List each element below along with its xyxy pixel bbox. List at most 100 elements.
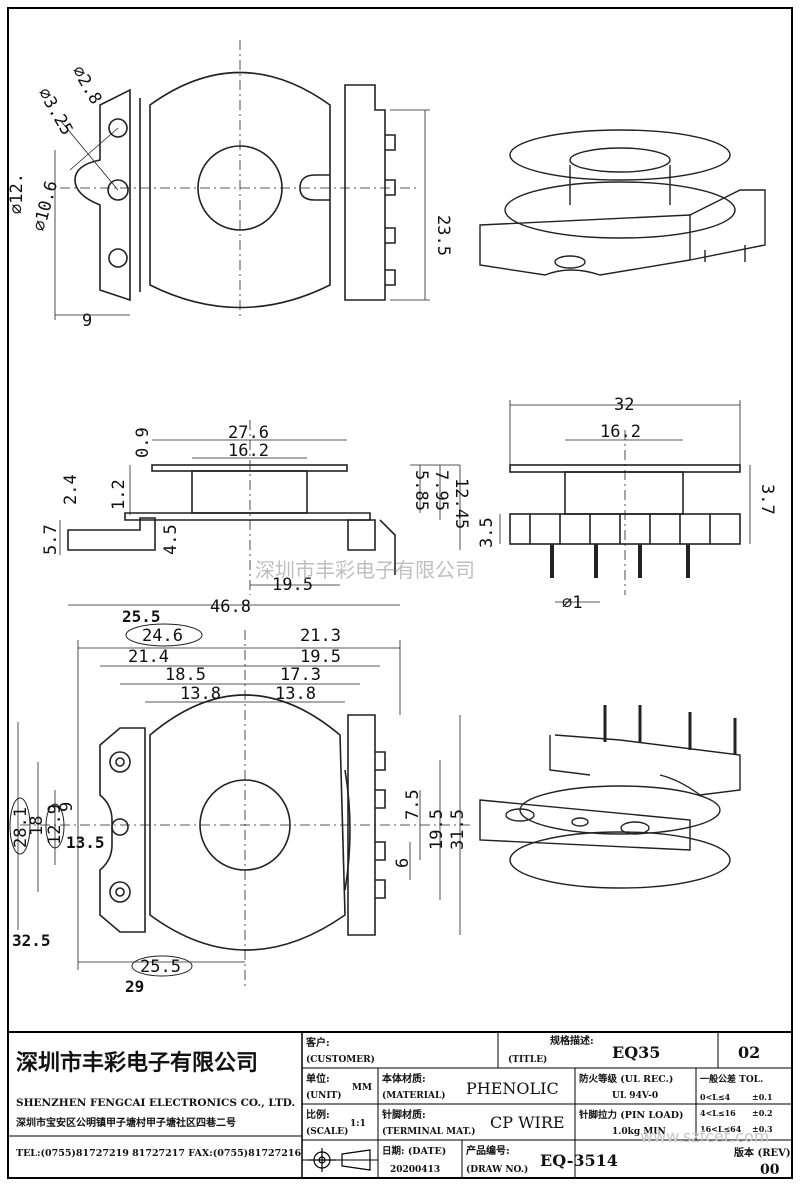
dim-4-5: 4.5 <box>161 524 181 555</box>
balloon-24-6 <box>125 623 203 647</box>
tol2-value: ±0.2 <box>752 1108 773 1118</box>
spec-label-en: (TITLE) <box>508 1054 547 1065</box>
bottom-hole-middle <box>111 818 129 836</box>
top-slot <box>299 174 330 201</box>
bottom-body-outline <box>149 694 346 951</box>
iso-view-top <box>479 129 766 276</box>
drawno-label-cn: 产品编号: <box>466 1144 510 1157</box>
dim-d2-8: ⌀2.8 <box>68 63 106 108</box>
side-pin-separators <box>529 514 711 544</box>
dim-5-7: 5.7 <box>41 524 61 555</box>
front-view <box>67 464 396 575</box>
dim-32-5: 32.5 <box>12 931 51 950</box>
dim-13-5: 13.5 <box>66 833 105 852</box>
dim-3-5: 3.5 <box>477 517 497 548</box>
terminal-value: CP WIRE <box>490 1113 565 1132</box>
drawno-value: EQ-3514 <box>540 1151 618 1170</box>
dim-d10-6: ⌀10.6 <box>30 179 63 234</box>
projection-symbol <box>308 1148 371 1172</box>
front-right-block <box>347 519 376 551</box>
dim-19-5-front: 19.5 <box>272 575 313 595</box>
dim-19-5-vertical: 19.5 <box>427 809 447 850</box>
flame-label: 防火等级 (UL REC.) <box>579 1073 673 1085</box>
iso-view-bottom <box>479 705 741 889</box>
top-dim-lines <box>54 109 430 320</box>
dim-17-3: 17.3 <box>280 665 321 685</box>
dim-12-45: 12.45 <box>451 478 471 529</box>
bottom-dim-lines <box>17 640 461 970</box>
dim-16-2-front: 16.2 <box>228 441 269 461</box>
dim-d3-25: ⌀3.25 <box>34 85 77 139</box>
side-pins <box>550 544 690 578</box>
balloon-28-1 <box>9 797 31 855</box>
company-name-cn: 深圳市丰彩电子有限公司 <box>16 1050 258 1076</box>
tol2-range: 4<L≤16 <box>700 1108 736 1118</box>
scale-label-cn: 比例: <box>306 1108 330 1121</box>
dim-28-1: 28.1 <box>11 807 31 848</box>
side-dim-lines <box>499 400 751 603</box>
bottom-right-arc <box>344 769 351 891</box>
front-core <box>191 470 308 514</box>
front-pin <box>379 519 396 575</box>
top-right-block <box>344 84 386 301</box>
front-dim-lines <box>59 439 461 606</box>
dim-46-8: 46.8 <box>210 597 251 617</box>
scale-value: 1:1 <box>350 1119 366 1129</box>
dim-7-5: 7.5 <box>403 789 423 820</box>
top-hole-middle <box>107 179 129 201</box>
dim-3-7: 3.7 <box>757 484 777 515</box>
dim-21-3: 21.3 <box>300 626 341 646</box>
unit-label-en: (UNIT) <box>306 1090 342 1101</box>
dim-12-9: 12.9 <box>45 804 65 845</box>
terminal-label-en: (TERMINAL MAT.) <box>382 1126 476 1137</box>
tolerance-label: 一般公差 TOL. <box>700 1073 763 1085</box>
top-body-outline <box>149 71 331 309</box>
bottom-hole-upper <box>109 751 131 773</box>
bottom-left-tab <box>99 727 146 933</box>
pin-load-value: 1.0kg MIN <box>612 1127 666 1137</box>
company-address: 深圳市宝安区公明镇甲子塘村甲子塘社区四巷二号 <box>16 1116 236 1129</box>
dim-pin-d1: ⌀1 <box>562 593 582 613</box>
customer-label-en: (CUSTOMER) <box>306 1054 375 1065</box>
drawno-label-en: (DRAW NO.) <box>466 1164 528 1175</box>
top-hole-upper <box>108 118 128 138</box>
dim-23-5: 23.5 <box>433 215 453 256</box>
dim-21-4: 21.4 <box>128 647 169 667</box>
bottom-centerlines <box>20 630 470 990</box>
dim-5-85: 5.85 <box>411 470 431 511</box>
dim-25-5-bottom: 25.5 <box>140 957 181 977</box>
dim-27-6: 27.6 <box>228 423 269 443</box>
flame-value: UL 94V-0 <box>612 1091 658 1101</box>
title-block <box>7 1031 793 1179</box>
dim-7-95: 7.95 <box>431 470 451 511</box>
scale-label-en: (SCALE) <box>306 1126 348 1137</box>
rev-value: 00 <box>760 1162 780 1178</box>
dim-9-bottom: 9 <box>57 802 77 812</box>
company-name-en: SHENZHEN FENGCAI ELECTRONICS CO., LTD. <box>16 1097 295 1109</box>
balloon-12-9 <box>45 803 65 849</box>
bottom-view <box>99 694 386 951</box>
terminal-label-cn: 针脚材质: <box>382 1108 426 1121</box>
dim-16-2-side: 16.2 <box>600 422 641 442</box>
dim-18-5: 18.5 <box>165 665 206 685</box>
top-left-tab <box>74 88 131 302</box>
unit-value: MM <box>352 1083 372 1093</box>
spec-value: EQ35 <box>612 1043 660 1062</box>
date-value: 20200413 <box>390 1165 440 1175</box>
dim-18: 18 <box>27 816 47 836</box>
top-pin-notches <box>385 134 396 286</box>
dim-9: 9 <box>82 311 92 331</box>
customer-label-cn: 客户: <box>305 1036 330 1049</box>
page-number: 02 <box>738 1043 760 1062</box>
company-phone: TEL:(0755)81727219 81727217 FAX:(0755)81… <box>16 1148 301 1159</box>
dim-29: 29 <box>125 977 144 996</box>
dim-24-6: 24.6 <box>142 626 183 646</box>
top-hole-lower <box>108 248 128 268</box>
material-label-cn: 本体材质: <box>382 1072 426 1085</box>
tol1-range: 0<L≤4 <box>700 1092 731 1102</box>
watermark-url: www.szfcet.com <box>640 1127 769 1146</box>
bottom-pin-notches <box>375 751 386 899</box>
front-left-tab <box>67 517 156 551</box>
dim-13-8-right: 13.8 <box>275 684 316 704</box>
